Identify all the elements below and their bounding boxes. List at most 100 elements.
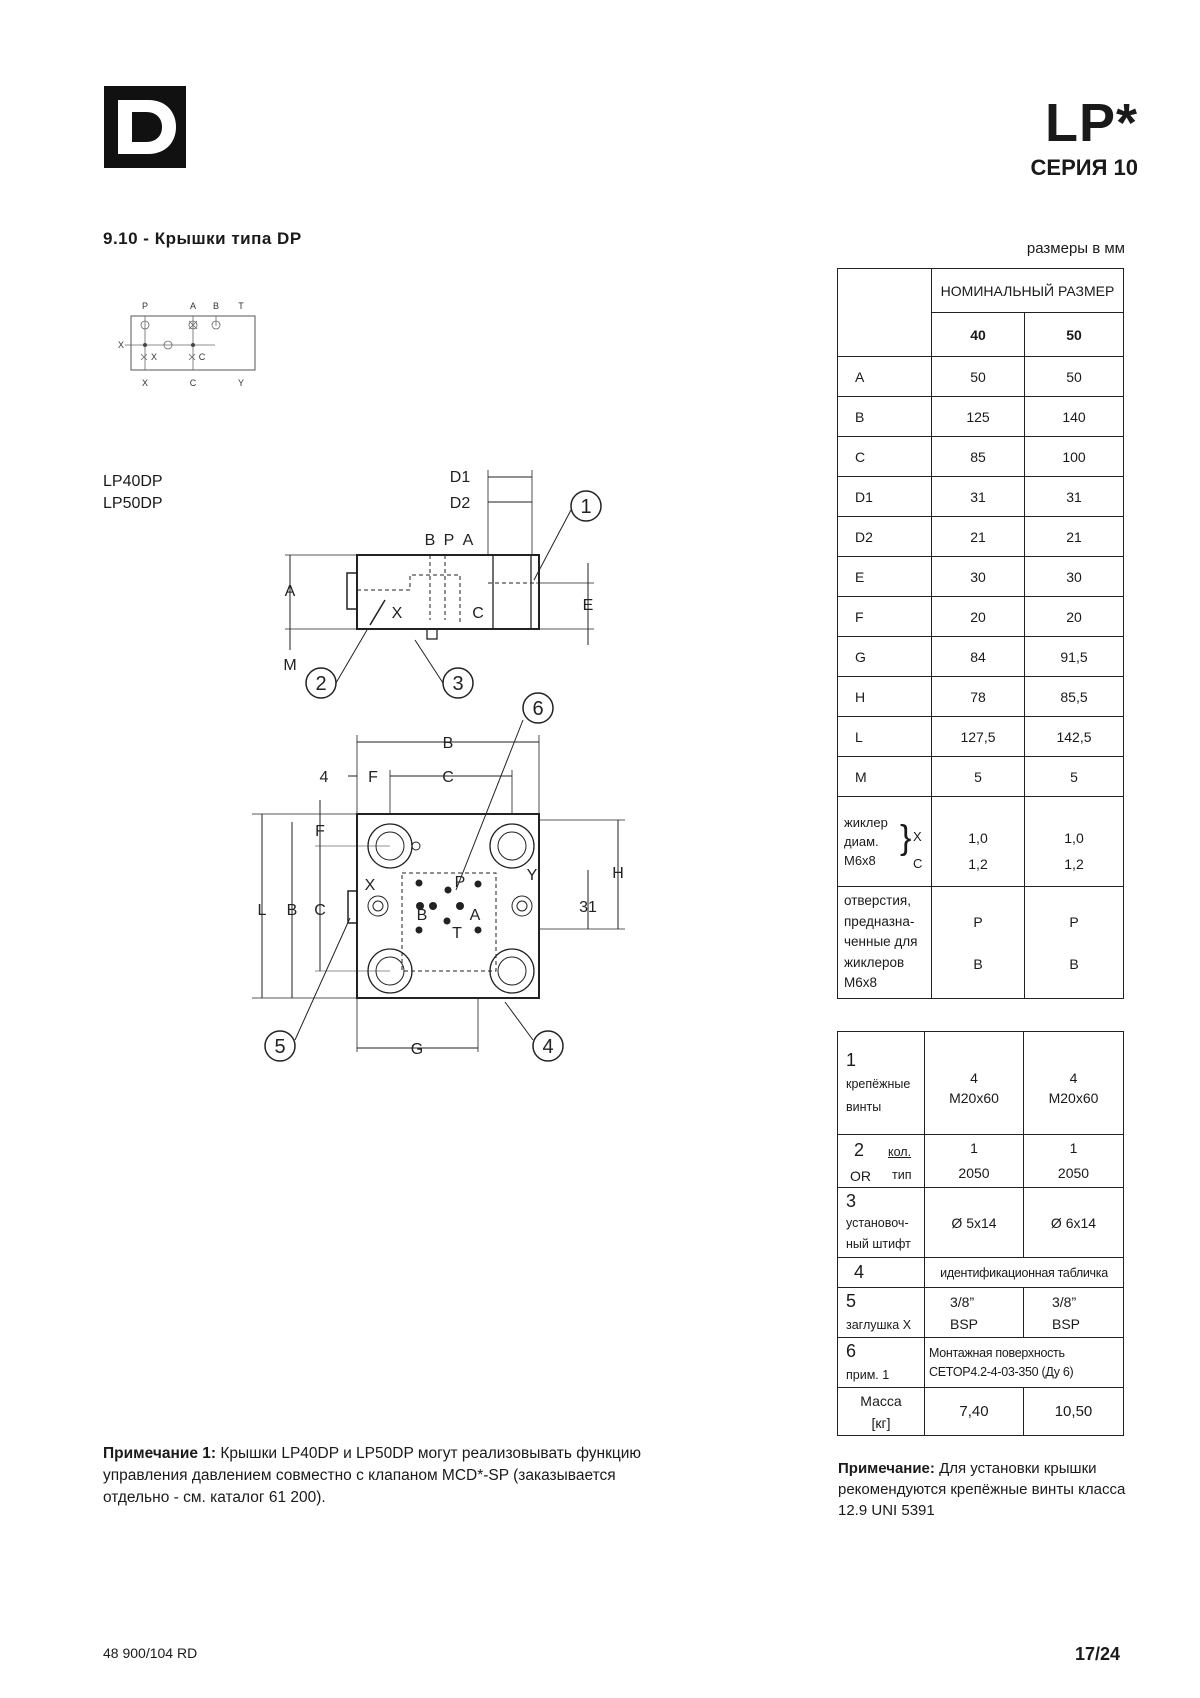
dim-row-label: E bbox=[837, 556, 932, 597]
part-or-label: OR bbox=[850, 1168, 871, 1184]
dim-value: 78 bbox=[931, 676, 1025, 717]
symbol-port-t: T bbox=[238, 301, 244, 311]
jet-diameter-label: жиклер диам. M6x8 } X C bbox=[837, 796, 932, 887]
mass-label: Масса bbox=[860, 1392, 902, 1409]
dim-row-label: D1 bbox=[837, 476, 932, 517]
dim-value: 20 bbox=[931, 596, 1025, 637]
dim-value: 30 bbox=[1024, 556, 1124, 597]
dim-value: 20 bbox=[1024, 596, 1124, 637]
holes-p-40: P bbox=[973, 913, 983, 930]
port-label-t-top: T bbox=[452, 925, 462, 942]
part-qty-label: кол. bbox=[888, 1145, 912, 1159]
part-value: 4 bbox=[1069, 1070, 1078, 1086]
port-label-p: P bbox=[444, 532, 455, 549]
part-value: M20x60 bbox=[949, 1090, 999, 1106]
dim-value: 100 bbox=[1024, 436, 1124, 477]
page-number: 17/24 bbox=[1074, 1644, 1120, 1664]
part-value: Ø 6x14 bbox=[1023, 1187, 1124, 1258]
symbol-inner-x: X bbox=[151, 352, 157, 362]
model-lp50dp: LP50DP bbox=[103, 495, 163, 512]
port-label-b-top: B bbox=[417, 907, 428, 924]
jet-c-40: 1,2 bbox=[968, 855, 988, 872]
series-label: СЕРИЯ 10 bbox=[1030, 155, 1138, 180]
dim-label-b-top: B bbox=[443, 735, 454, 752]
part-number-6: 6 bbox=[846, 1340, 857, 1361]
jet-x-50: 1,0 bbox=[1064, 829, 1084, 846]
dim-label-c-side: C bbox=[314, 902, 326, 919]
part-name: крепёжные bbox=[846, 1076, 911, 1091]
dim-row-label: G bbox=[837, 636, 932, 677]
dim-label-e: E bbox=[583, 597, 594, 614]
symbol-port-b: B bbox=[213, 301, 219, 311]
part-value: 1 bbox=[1069, 1140, 1078, 1156]
note-1: Примечание 1: Крышки LP40DP и LP50DP мог… bbox=[103, 1445, 642, 1506]
dim-value: 31 bbox=[931, 476, 1025, 517]
product-code: LP* bbox=[1044, 93, 1138, 153]
dim-value: 21 bbox=[931, 516, 1025, 557]
section-title: 9.10 - Крышки типа DP bbox=[103, 229, 302, 248]
part-type-label: тип bbox=[892, 1168, 912, 1182]
dim-label-m: M bbox=[283, 657, 296, 674]
part-name: винты bbox=[846, 1099, 882, 1114]
dim-value: 50 bbox=[1024, 356, 1124, 397]
hydraulic-symbol: P A B T X C Y X X C bbox=[118, 301, 256, 388]
holes-b-40: B bbox=[973, 955, 983, 972]
dim-label-g: G bbox=[411, 1041, 423, 1058]
dim-value: 85,5 bbox=[1024, 676, 1124, 717]
doc-number: 48 900/104 RD bbox=[103, 1645, 198, 1661]
part-name: заглушка X bbox=[846, 1317, 912, 1332]
callout-3: 3 bbox=[452, 673, 463, 695]
identification-plate: идентификационная табличка bbox=[924, 1257, 1124, 1288]
callout-2: 2 bbox=[315, 673, 326, 695]
dim-label-c-top: C bbox=[442, 769, 454, 786]
size-40-header: 40 bbox=[970, 326, 986, 343]
jet-c-50: 1,2 bbox=[1064, 855, 1084, 872]
holes-p-50: P bbox=[1069, 913, 1079, 930]
part-number-1: 1 bbox=[846, 1049, 857, 1070]
nominal-size-header: НОМИНАЛЬНЫЙ РАЗМЕР bbox=[931, 268, 1124, 313]
dim-label-h: H bbox=[612, 865, 624, 882]
dim-value: 85 bbox=[931, 436, 1025, 477]
port-label-a-top: A bbox=[470, 907, 481, 924]
part-number-4: 4 bbox=[854, 1262, 865, 1282]
dim-value: 125 bbox=[931, 396, 1025, 437]
dim-value: 30 bbox=[931, 556, 1025, 597]
dim-value: 91,5 bbox=[1024, 636, 1124, 677]
mounting-surface-code: CETOP4.2-4-03-350 (Ду 6) bbox=[929, 1364, 1074, 1379]
dim-label-f-top: F bbox=[368, 769, 378, 786]
holes-b-50: B bbox=[1069, 955, 1079, 972]
mass-value-40: 7,40 bbox=[924, 1387, 1024, 1436]
size-50-header: 50 bbox=[1066, 326, 1082, 343]
part-value: BSP bbox=[950, 1315, 979, 1332]
part-name: прим. 1 bbox=[846, 1367, 890, 1382]
dim-label-b-side: B bbox=[287, 902, 298, 919]
part-value: 2050 bbox=[958, 1165, 990, 1181]
note-2: Примечание: Для установки крышки рекомен… bbox=[838, 1460, 1126, 1519]
mounting-surface: Монтажная поверхность bbox=[929, 1345, 1065, 1360]
brand-logo bbox=[104, 86, 186, 168]
part-number-3: 3 bbox=[846, 1191, 857, 1211]
dim-row-label: H bbox=[837, 676, 932, 717]
part-value: 4 bbox=[970, 1070, 978, 1086]
callout-5: 5 bbox=[274, 1036, 285, 1058]
dim-row-label: C bbox=[837, 436, 932, 477]
part-value: 2050 bbox=[1057, 1165, 1090, 1181]
brace-glyph: } bbox=[900, 819, 912, 857]
dim-row-label: D2 bbox=[837, 516, 932, 557]
part-value: BSP bbox=[1052, 1315, 1081, 1332]
callout-4: 4 bbox=[542, 1036, 553, 1058]
dim-value: 127,5 bbox=[931, 716, 1025, 757]
dim-label-d2: D2 bbox=[450, 495, 471, 512]
mass-value-50: 10,50 bbox=[1023, 1387, 1124, 1436]
symbol-inner-c: C bbox=[199, 352, 206, 362]
part-value: 3/8” bbox=[950, 1293, 975, 1310]
symbol-port-p: P bbox=[142, 301, 148, 311]
port-label-x-top: X bbox=[365, 877, 376, 894]
dim-label-a: A bbox=[285, 583, 296, 600]
jet-holes-label: отверстия, предназна- ченные для жиклеро… bbox=[837, 886, 932, 999]
jet-x-40: 1,0 bbox=[968, 829, 988, 846]
symbol-port-y: Y bbox=[238, 378, 244, 388]
part-name: установоч- bbox=[846, 1216, 909, 1230]
port-label-p-top: P bbox=[455, 874, 466, 891]
